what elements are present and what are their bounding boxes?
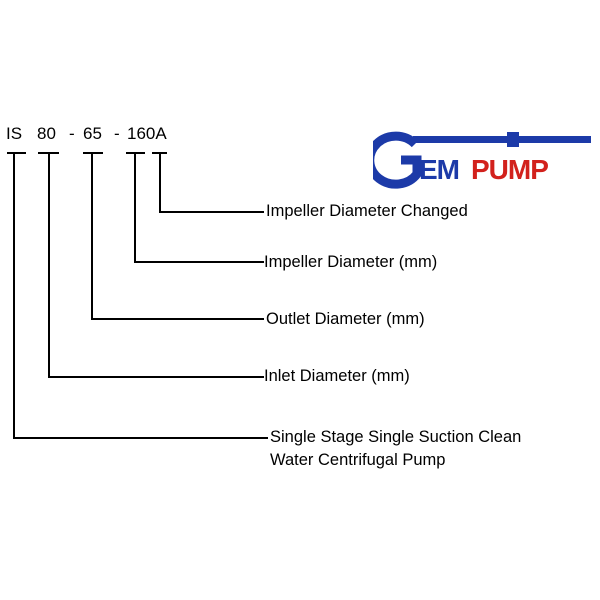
code-outlet: 65: [83, 124, 102, 143]
label-impeller-diameter-changed: Impeller Diameter Changed: [266, 202, 468, 220]
code-inlet: 80: [37, 124, 56, 143]
label-inlet-diameter: Inlet Diameter (mm): [264, 367, 410, 385]
label-pump-type-line-2: Water Centrifugal Pump: [270, 451, 446, 469]
code-separator-2: -: [114, 124, 120, 143]
code-separator-1: -: [69, 124, 75, 143]
gempump-logo-graphic: EM PUMP: [365, 131, 591, 189]
gempump-logo: EM PUMP: [365, 122, 600, 192]
label-outlet-diameter: Outlet Diameter (mm): [266, 310, 425, 328]
code-impeller: 160A: [127, 124, 167, 143]
label-pump-type-line-1: Single Stage Single Suction Clean: [270, 428, 522, 446]
model-code: IS 80 - 65 - 160A: [6, 124, 167, 264]
code-series: IS: [6, 124, 23, 143]
label-impeller-diameter: Impeller Diameter (mm): [264, 253, 438, 271]
svg-text:EM: EM: [419, 154, 459, 185]
svg-text:PUMP: PUMP: [471, 154, 548, 185]
